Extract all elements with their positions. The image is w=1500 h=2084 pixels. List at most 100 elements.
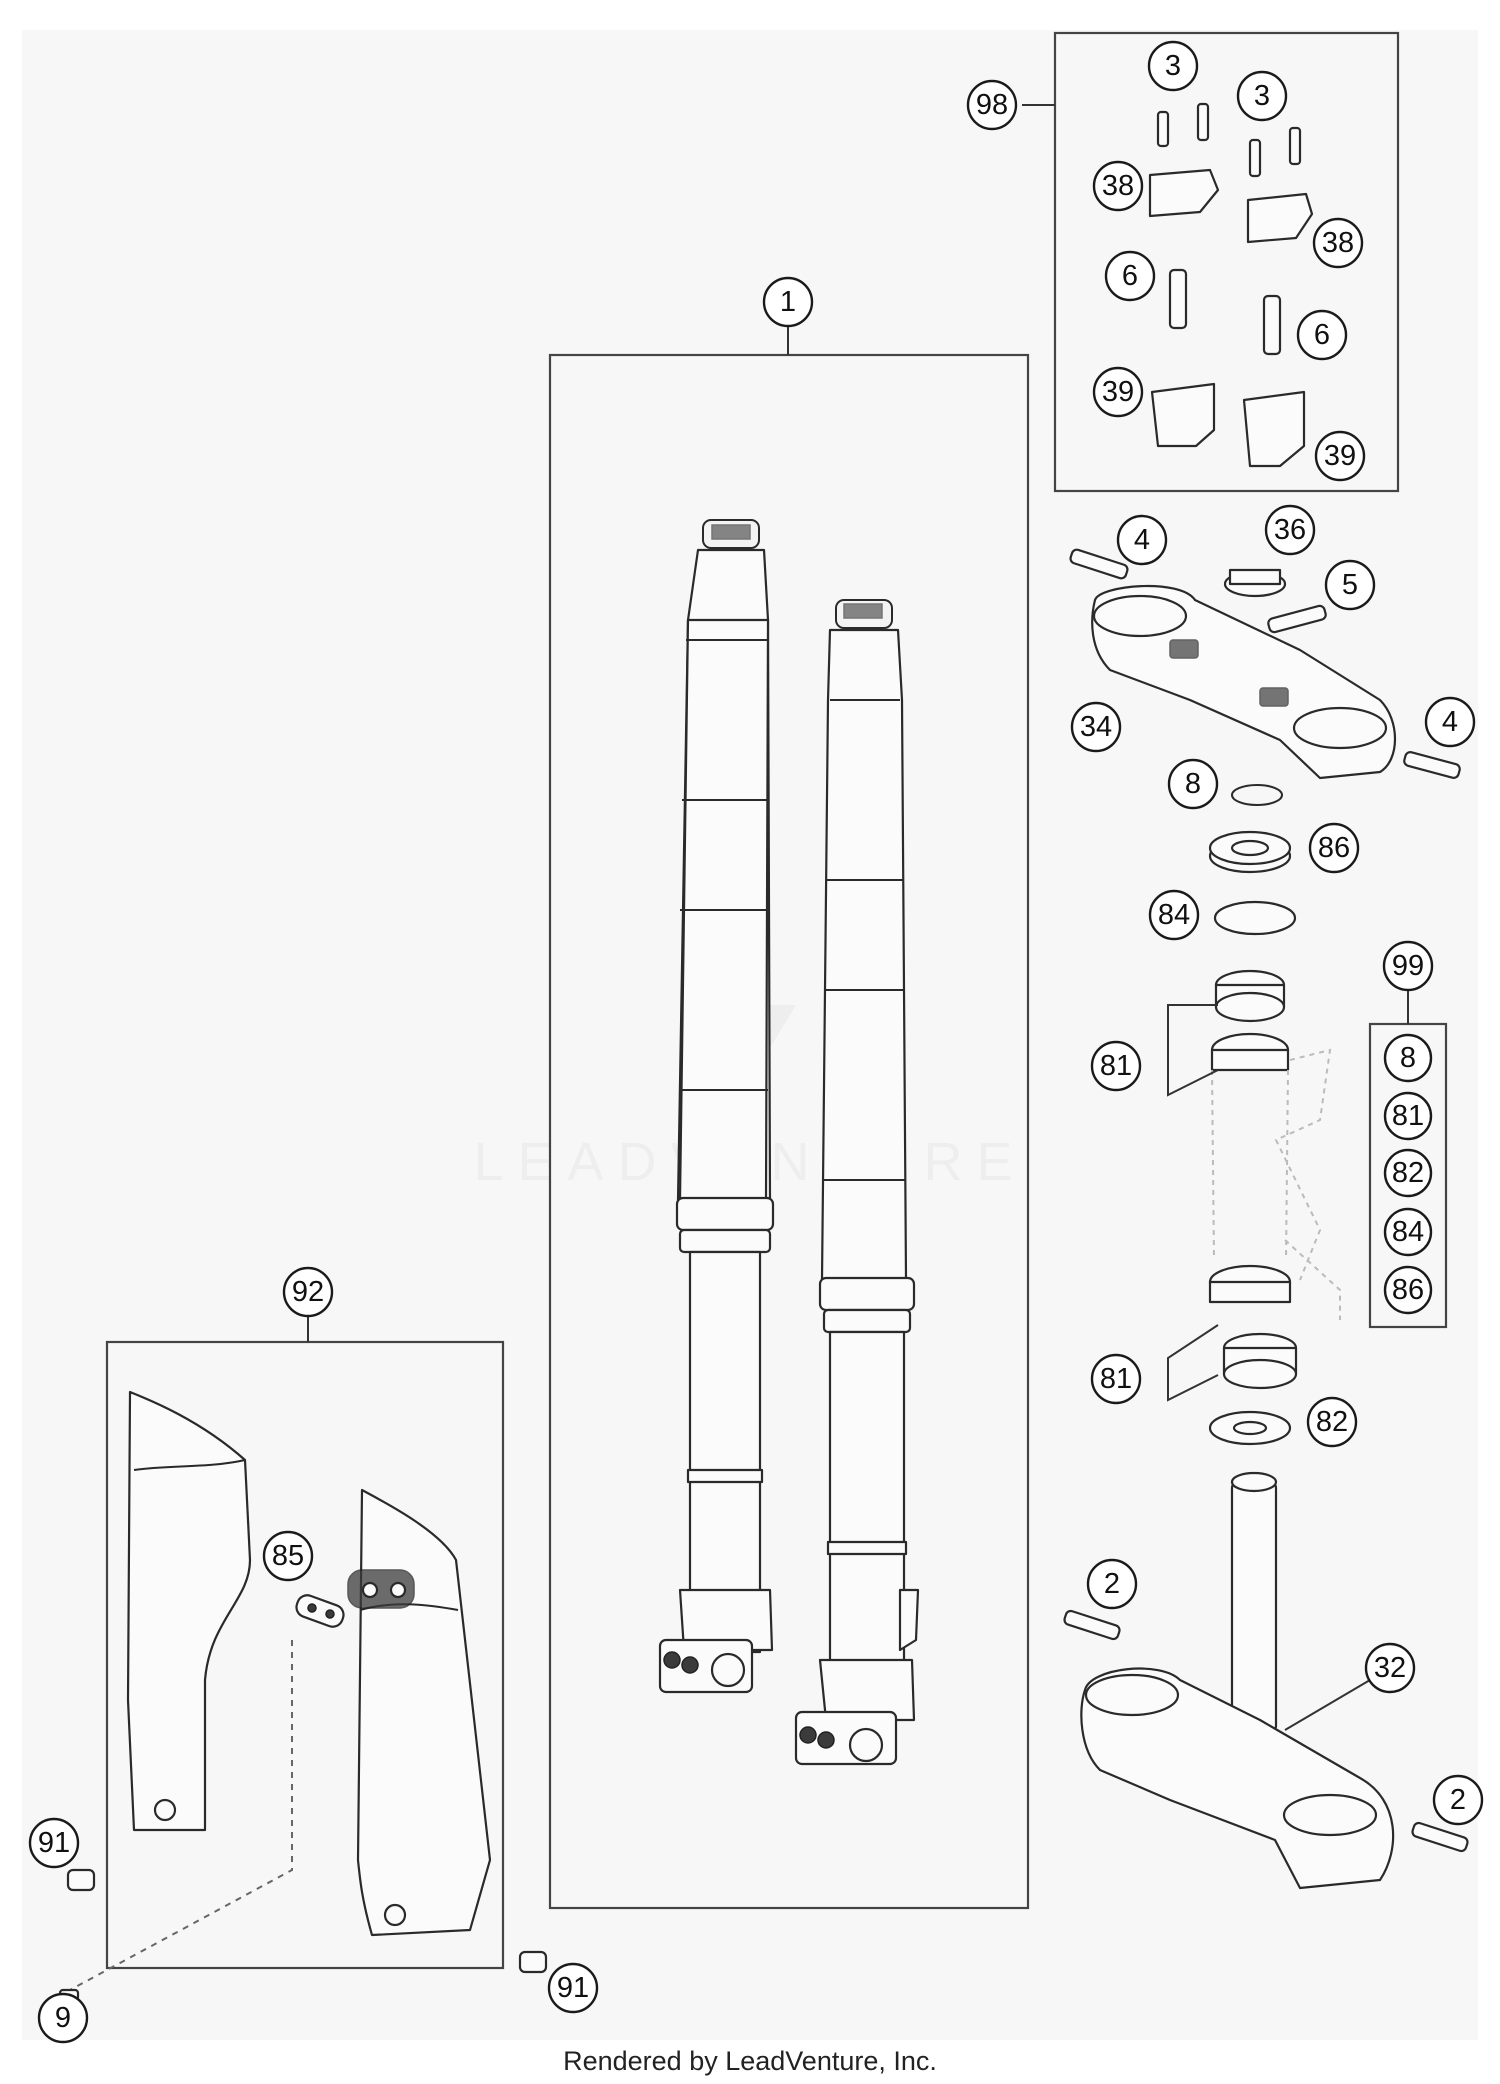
svg-text:81: 81 — [1100, 1363, 1132, 1395]
kit-99-item-86[interactable]: 86 — [1383, 1265, 1433, 1315]
kit-99-item-81[interactable]: 81 — [1383, 1091, 1433, 1141]
svg-text:39: 39 — [1102, 376, 1134, 408]
svg-text:34: 34 — [1080, 711, 1112, 743]
steering-head-outline — [1211, 1048, 1341, 1320]
callout-2-upper[interactable]: 2 — [1086, 1558, 1138, 1610]
clamp-bolts-6 — [1168, 268, 1282, 356]
kit-99-item-8[interactable]: 8 — [1383, 1033, 1433, 1083]
svg-text:81: 81 — [1392, 1100, 1424, 1132]
handlebar-clamp-box — [1053, 31, 1400, 493]
kit-99-item-82[interactable]: 82 — [1383, 1148, 1433, 1198]
dashed-assembly-line — [69, 1640, 293, 1991]
svg-text:38: 38 — [1322, 227, 1354, 259]
svg-text:6: 6 — [1122, 260, 1138, 292]
callout-38-left[interactable]: 38 — [1092, 160, 1144, 212]
callout-1[interactable]: 1 — [762, 276, 814, 328]
callout-5[interactable]: 5 — [1324, 559, 1376, 611]
svg-text:3: 3 — [1254, 80, 1270, 112]
callout-86[interactable]: 86 — [1308, 822, 1360, 874]
callout-32[interactable]: 32 — [1364, 1642, 1416, 1694]
callout-9[interactable]: 9 — [37, 1992, 89, 2044]
right-fork-leg — [794, 599, 920, 1766]
svg-text:2: 2 — [1450, 1784, 1466, 1816]
bolt-4-lower — [1403, 751, 1461, 779]
svg-text:2: 2 — [1104, 1568, 1120, 1600]
svg-text:98: 98 — [976, 89, 1008, 121]
callout-2-lower[interactable]: 2 — [1432, 1774, 1484, 1826]
callout-39-right[interactable]: 39 — [1314, 430, 1366, 482]
svg-text:6: 6 — [1314, 319, 1330, 351]
svg-text:1: 1 — [780, 286, 796, 318]
bolt-5 — [1267, 604, 1327, 634]
svg-text:82: 82 — [1316, 1406, 1348, 1438]
callout-81-lower[interactable]: 81 — [1090, 1353, 1142, 1405]
svg-text:9: 9 — [55, 2002, 71, 2034]
seal-82 — [1208, 1410, 1292, 1446]
svg-text:4: 4 — [1442, 706, 1458, 738]
svg-text:39: 39 — [1324, 440, 1356, 472]
callout-4-upper[interactable]: 4 — [1116, 514, 1168, 566]
callout-91-left[interactable]: 91 — [28, 1817, 80, 1869]
callout-81-upper[interactable]: 81 — [1090, 1040, 1142, 1092]
bolt-2-upper — [1063, 1609, 1121, 1641]
svg-text:92: 92 — [292, 1276, 324, 1308]
left-fork-protector — [126, 1390, 252, 1832]
screw-91-right — [518, 1950, 548, 1974]
svg-text:5: 5 — [1342, 569, 1358, 601]
right-fork-protector — [347, 1488, 492, 1937]
svg-text:86: 86 — [1318, 832, 1350, 864]
bolt-4-upper — [1069, 548, 1129, 580]
leader-32 — [1284, 1679, 1371, 1731]
svg-text:91: 91 — [557, 1972, 589, 2004]
bracket-81 — [1167, 1004, 1219, 1402]
clamp-bolts-3 — [1156, 102, 1302, 178]
dust-seal-86 — [1208, 830, 1292, 874]
lower-triple-clamp — [1080, 1471, 1395, 1890]
steering-nut-36 — [1223, 568, 1287, 598]
callout-36[interactable]: 36 — [1264, 504, 1316, 556]
callout-99[interactable]: 99 — [1382, 940, 1434, 992]
left-fork-leg — [658, 519, 775, 1694]
callout-84[interactable]: 84 — [1148, 889, 1200, 941]
svg-text:8: 8 — [1400, 1042, 1416, 1074]
callout-8[interactable]: 8 — [1167, 758, 1219, 810]
fork-protector-box — [105, 1340, 505, 1970]
svg-text:85: 85 — [272, 1540, 304, 1572]
callout-91-right[interactable]: 91 — [547, 1962, 599, 2014]
kit-99-item-84[interactable]: 84 — [1383, 1207, 1433, 1257]
bolt-2-lower — [1411, 1821, 1469, 1853]
svg-text:82: 82 — [1392, 1157, 1424, 1189]
svg-text:81: 81 — [1100, 1050, 1132, 1082]
callout-98[interactable]: 98 — [966, 79, 1018, 131]
washer-84 — [1213, 900, 1297, 936]
svg-text:38: 38 — [1102, 170, 1134, 202]
svg-text:36: 36 — [1274, 514, 1306, 546]
upper-bearing-81 — [1210, 969, 1290, 1072]
callout-3-left[interactable]: 3 — [1147, 40, 1199, 92]
svg-text:84: 84 — [1392, 1216, 1424, 1248]
callout-38-right[interactable]: 38 — [1312, 217, 1364, 269]
screw-91-left — [66, 1868, 96, 1892]
callout-6-left[interactable]: 6 — [1104, 250, 1156, 302]
callout-4-lower[interactable]: 4 — [1424, 696, 1476, 748]
svg-text:4: 4 — [1134, 524, 1150, 556]
lower-clamps-39 — [1150, 382, 1306, 468]
svg-text:91: 91 — [38, 1827, 70, 1859]
callout-3-right[interactable]: 3 — [1236, 70, 1288, 122]
svg-text:84: 84 — [1158, 899, 1190, 931]
protector-clip-85 — [295, 1594, 345, 1628]
callout-85[interactable]: 85 — [262, 1530, 314, 1582]
svg-text:99: 99 — [1392, 950, 1424, 982]
svg-text:32: 32 — [1374, 1652, 1406, 1684]
svg-text:8: 8 — [1185, 768, 1201, 800]
callout-6-right[interactable]: 6 — [1296, 309, 1348, 361]
callout-39-left[interactable]: 39 — [1092, 366, 1144, 418]
callout-82[interactable]: 82 — [1306, 1396, 1358, 1448]
callout-34[interactable]: 34 — [1070, 701, 1122, 753]
o-ring-8 — [1231, 784, 1283, 806]
callout-92[interactable]: 92 — [282, 1266, 334, 1318]
lower-bearing-81 — [1208, 1264, 1298, 1390]
svg-text:3: 3 — [1165, 50, 1181, 82]
upper-triple-clamp — [1091, 584, 1397, 780]
